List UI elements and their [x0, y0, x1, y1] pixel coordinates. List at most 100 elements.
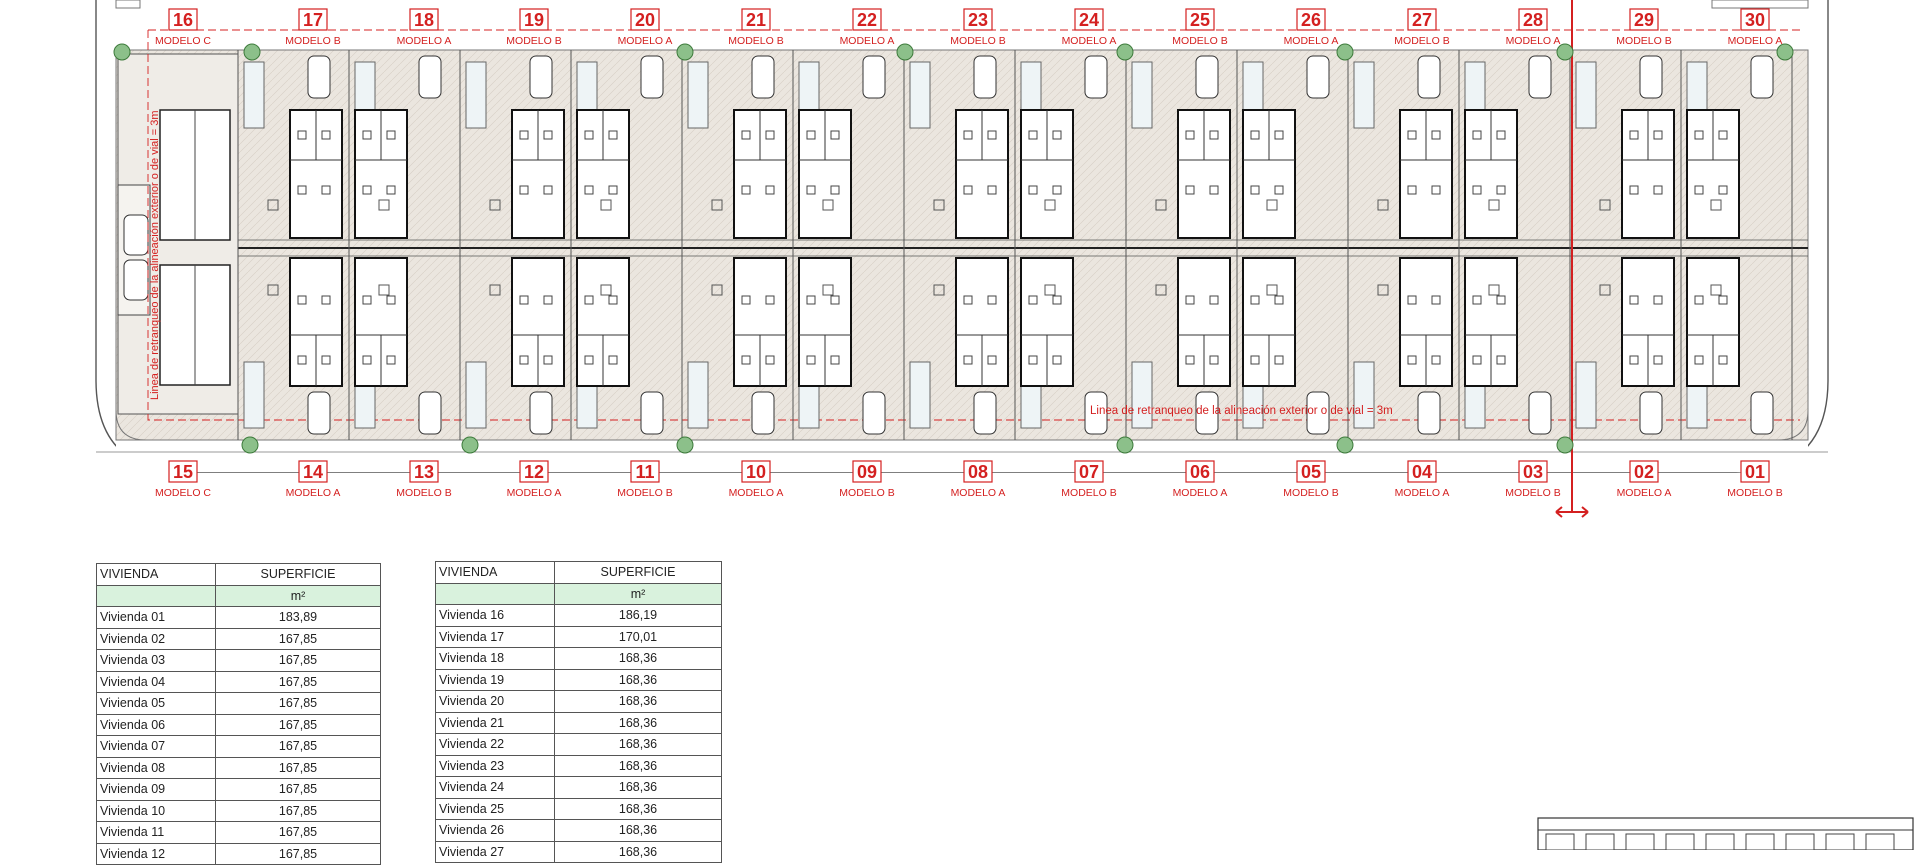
furniture — [1694, 185, 1704, 195]
vivienda-name: Vivienda 20 — [435, 690, 555, 713]
car-icon — [640, 55, 664, 99]
furniture — [1209, 130, 1219, 140]
col-header-superficie: SUPERFICIE — [554, 561, 722, 584]
furniture — [1028, 295, 1038, 305]
furniture — [963, 130, 973, 140]
unit-number: 18 — [414, 10, 434, 30]
furniture — [489, 199, 501, 211]
unit-model: MODELO B — [839, 487, 894, 499]
unit-number-box — [630, 8, 660, 31]
furniture — [1599, 284, 1611, 296]
key-plan-house — [1705, 833, 1735, 850]
furniture — [1274, 185, 1284, 195]
unit-number: 02 — [1634, 462, 1654, 482]
unit-model: MODELO B — [1283, 487, 1338, 499]
furniture — [933, 199, 945, 211]
vivienda-name: Vivienda 26 — [435, 819, 555, 842]
unit-cell-empty — [435, 582, 555, 605]
furniture — [822, 199, 834, 211]
unit-number: 27 — [1412, 10, 1432, 30]
furniture — [1185, 355, 1195, 365]
vivienda-area: 167,85 — [215, 649, 381, 672]
vivienda-name: Vivienda 27 — [435, 840, 555, 863]
unit-number-box — [298, 460, 328, 483]
furniture — [1496, 295, 1506, 305]
furniture — [1044, 199, 1056, 211]
furniture — [1431, 185, 1441, 195]
unit-number-box — [168, 8, 198, 31]
furniture — [1209, 355, 1219, 365]
car-icon — [1639, 55, 1663, 99]
car-icon — [1306, 391, 1330, 435]
furniture — [519, 185, 529, 195]
vivienda-name: Vivienda 24 — [435, 776, 555, 799]
furniture — [489, 284, 501, 296]
unit-number-box — [852, 8, 882, 31]
furniture — [1599, 199, 1611, 211]
col-header-superficie: SUPERFICIE — [215, 563, 381, 586]
furniture — [1472, 295, 1482, 305]
unit-number-box — [741, 460, 771, 483]
unit-number: 10 — [746, 462, 766, 482]
car-icon — [1195, 391, 1219, 435]
furniture — [1052, 295, 1062, 305]
furniture — [267, 199, 279, 211]
unit-number: 20 — [635, 10, 655, 30]
unit-number-box — [298, 8, 328, 31]
unit-number-box — [852, 460, 882, 483]
unit-model: MODELO A — [397, 35, 452, 47]
furniture — [519, 355, 529, 365]
furniture — [1377, 284, 1389, 296]
furniture — [1185, 130, 1195, 140]
unit-number: 16 — [173, 10, 193, 30]
unit-model: MODELO B — [728, 35, 783, 47]
vivienda-area: 167,85 — [215, 821, 381, 844]
top-left-stub — [115, 0, 141, 9]
unit-number-box — [519, 460, 549, 483]
unit-number-box — [1296, 460, 1326, 483]
unit-model: MODELO B — [1616, 35, 1671, 47]
vivienda-area: 167,85 — [215, 735, 381, 758]
vivienda-name: Vivienda 11 — [96, 821, 216, 844]
unit-number: 24 — [1079, 10, 1099, 30]
car-icon — [862, 55, 886, 99]
car-icon — [307, 55, 331, 99]
furniture — [987, 295, 997, 305]
furniture — [297, 185, 307, 195]
furniture — [386, 130, 396, 140]
unit-model: MODELO A — [729, 487, 784, 499]
furniture — [386, 185, 396, 195]
patio-strip — [1131, 61, 1153, 129]
unit-cell: m² — [215, 584, 381, 607]
furniture — [830, 355, 840, 365]
furniture — [321, 185, 331, 195]
unit-number: 22 — [857, 10, 877, 30]
furniture — [362, 130, 372, 140]
furniture — [765, 185, 775, 195]
unit-number-box — [630, 460, 660, 483]
car-icon — [1639, 391, 1663, 435]
furniture — [1155, 284, 1167, 296]
unit-number-box — [1296, 8, 1326, 31]
furniture — [297, 130, 307, 140]
furniture — [1472, 130, 1482, 140]
vivienda-name: Vivienda 23 — [435, 754, 555, 777]
unit-number: 19 — [524, 10, 544, 30]
furniture — [830, 295, 840, 305]
furniture — [765, 355, 775, 365]
unit-number-box — [519, 8, 549, 31]
unit-model: MODELO A — [1728, 35, 1783, 47]
unit-number: 11 — [635, 462, 654, 482]
unit-model: MODELO B — [396, 487, 451, 499]
unit-model: MODELO B — [1727, 487, 1782, 499]
furniture — [1694, 355, 1704, 365]
furniture — [321, 355, 331, 365]
car-icon — [1528, 55, 1552, 99]
